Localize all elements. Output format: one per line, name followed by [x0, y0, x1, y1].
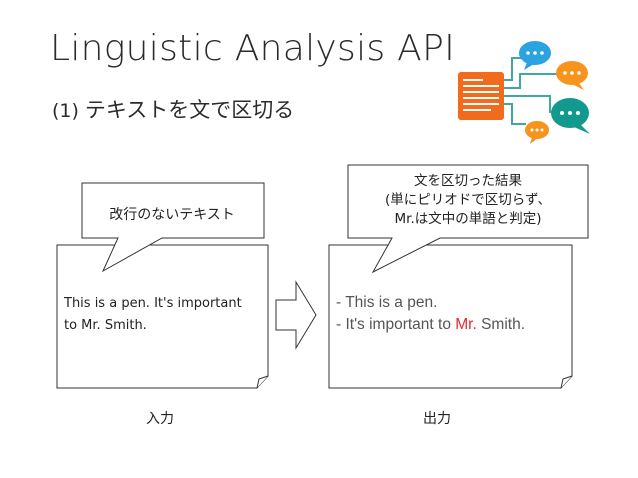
input-document-box [56, 244, 269, 389]
document-icon [458, 72, 504, 120]
page-title: Linguistic Analysis API [50, 28, 456, 69]
highlighted-word: Mr. [455, 316, 477, 333]
input-text-line: This is a pen. It's important [64, 296, 242, 311]
output-text-line: - This is a pen. [336, 294, 438, 311]
section-number: (1) [52, 100, 79, 122]
output-document-box [328, 244, 573, 389]
input-callout [81, 182, 265, 273]
output-text: - This is a pen. - It's important to Mr.… [336, 292, 525, 336]
output-text-prefix: - It's important to [336, 316, 456, 333]
chat-bubble-icon [556, 61, 588, 90]
api-logo-icon [458, 41, 590, 144]
output-text-line: - It's important to Mr. Smith. [336, 314, 525, 336]
input-caption: 入力 [146, 411, 174, 427]
chat-bubble-icon [551, 98, 590, 134]
output-callout [347, 164, 589, 274]
input-text: This is a pen. It's important to Mr. Smi… [64, 293, 242, 337]
input-callout-text: 改行のないテキスト [109, 207, 235, 223]
chat-bubble-icon [519, 41, 551, 70]
input-text-line: to Mr. Smith. [64, 318, 147, 333]
output-callout-line: Mr.は文中の単語と判定) [394, 211, 542, 227]
output-caption: 出力 [423, 411, 451, 427]
output-callout-line: 文を区切った結果 [414, 173, 522, 189]
output-text-suffix: Smith. [476, 316, 526, 333]
right-arrow-icon [275, 280, 317, 350]
section-subtitle-text: テキストを文で区切る [84, 98, 295, 122]
chat-bubble-icon [525, 121, 549, 144]
section-subtitle: (1)テキストを文で区切る [52, 94, 294, 124]
output-callout-text: 文を区切った結果 (単にピリオドで区切らず、 Mr.は文中の単語と判定) [348, 172, 588, 229]
output-callout-line: (単にピリオドで区切らず、 [384, 192, 552, 208]
